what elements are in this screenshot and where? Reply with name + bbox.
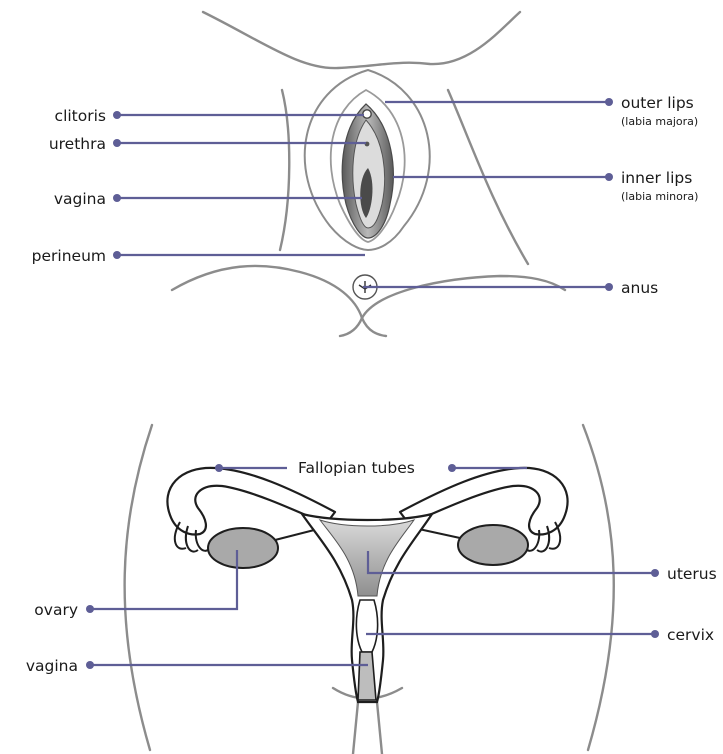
uterus-illustration [302, 514, 432, 702]
label-uterus: uterus [667, 565, 717, 583]
internal-view: Fallopian tubes uterus ovary cervix vagi… [26, 425, 717, 754]
label-vagina-external: vagina [54, 190, 106, 208]
label-urethra: urethra [49, 135, 106, 153]
ovary-left [208, 526, 330, 568]
label-inner-lips-sub: (labia minora) [621, 190, 698, 203]
label-ovary: ovary [34, 601, 78, 619]
external-view: clitoris urethra vagina perineum outer l… [32, 12, 699, 336]
label-outer-lips: outer lips [621, 94, 694, 112]
ovary-right [405, 525, 528, 565]
label-fallopian-tubes: Fallopian tubes [298, 459, 415, 477]
label-inner-lips: inner lips [621, 169, 692, 187]
label-anus: anus [621, 279, 658, 297]
label-outer-lips-sub: (labia majora) [621, 115, 698, 128]
label-vagina-internal: vagina [26, 657, 78, 675]
label-clitoris: clitoris [55, 107, 106, 125]
label-cervix: cervix [667, 626, 714, 644]
vulva-illustration [305, 70, 430, 250]
label-perineum: perineum [32, 247, 106, 265]
